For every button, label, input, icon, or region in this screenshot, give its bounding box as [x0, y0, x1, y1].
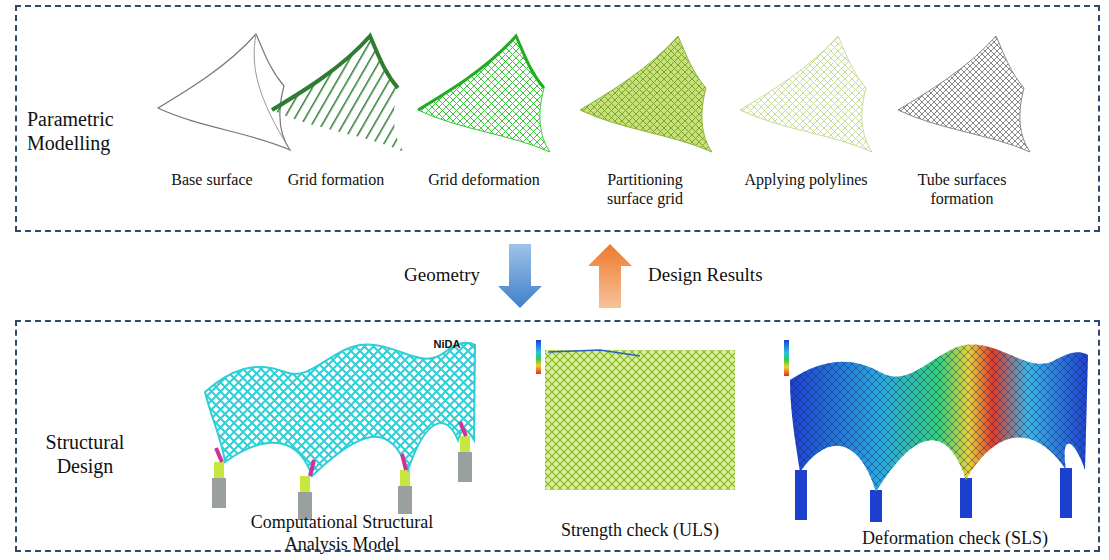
caption: Grid formation: [271, 170, 401, 189]
caption: Tube surfaces formation: [907, 170, 1017, 208]
caption: Partitioning surface grid: [590, 170, 700, 208]
caption: Applying polylines: [736, 170, 876, 189]
arrow-label: Design Results: [648, 264, 808, 287]
caption: Base surface: [147, 170, 277, 189]
section-heading: Structural Design: [21, 430, 149, 478]
section-box: Structural Design: [15, 320, 1100, 552]
section-heading: Parametric Modelling: [27, 107, 157, 155]
logo-text: NiDA: [427, 338, 467, 351]
caption: Grid deformation: [414, 170, 554, 189]
flow-arrow: [498, 244, 542, 308]
caption: Deformation check (SLS): [840, 528, 1070, 550]
caption: Strength check (ULS): [540, 520, 740, 542]
arrow-label: Geometry: [385, 264, 480, 287]
caption: Computational Structural Analysis Model: [222, 512, 462, 555]
flow-arrow: [588, 244, 632, 308]
